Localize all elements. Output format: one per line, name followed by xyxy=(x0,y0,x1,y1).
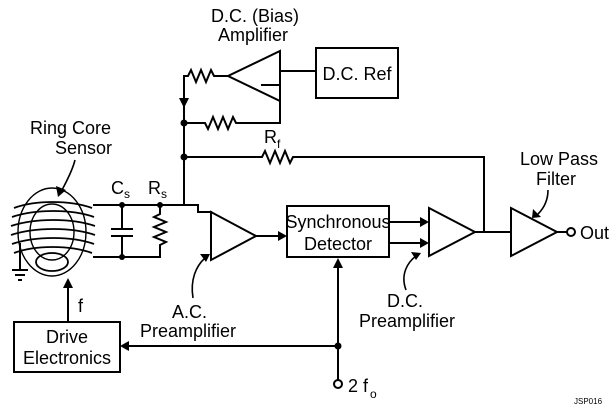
drive-electronics-box xyxy=(13,321,121,373)
winding xyxy=(10,228,96,236)
junction-dot xyxy=(157,202,163,208)
dc-bias-amp-label: Amplifier xyxy=(218,25,288,45)
rf-label: R xyxy=(264,127,277,147)
winding xyxy=(11,210,95,218)
reference-arrow xyxy=(333,258,343,268)
reference-terminal xyxy=(333,379,343,389)
winding xyxy=(10,219,96,227)
ac-preamp-section: A.C. Preamplifier xyxy=(140,204,287,341)
rf-feedback: R f xyxy=(183,127,485,233)
ac-preamplifier xyxy=(210,210,259,262)
dc-preamplifier xyxy=(428,206,478,258)
dc-preamp-label: Preamplifier xyxy=(359,311,455,331)
dc-preamp-section: D.C. Preamplifier xyxy=(359,206,512,331)
out-terminal xyxy=(566,227,576,237)
reference-label: 2 f xyxy=(348,376,369,396)
drive-frequency-label: f xyxy=(78,296,84,316)
drive-reference-arrow xyxy=(120,341,129,351)
cs-label: C xyxy=(111,178,124,198)
sync-detector-label: Detector xyxy=(304,234,372,254)
lpf-label: Filter xyxy=(536,169,576,189)
cs-subscript: s xyxy=(124,187,130,201)
drive-electronics-label: Drive xyxy=(46,327,88,347)
ac-output-arrow xyxy=(278,231,287,241)
drive-feed-arrow xyxy=(63,278,73,288)
figure-id: JSP016 xyxy=(574,397,603,406)
lpf-pointer-head xyxy=(532,209,541,218)
ring-core-label: Ring Core xyxy=(30,118,111,138)
ac-input-wire xyxy=(183,204,212,213)
dc-preamp-label: D.C. xyxy=(387,291,423,311)
reference-subscript: o xyxy=(370,387,377,401)
ring-core-label: Sensor xyxy=(55,138,112,158)
winding xyxy=(13,246,93,254)
ring-core-pointer xyxy=(61,159,76,191)
ac-pointer xyxy=(191,257,206,299)
lpf-label: Low Pass xyxy=(520,149,598,169)
dc-ref-label: D.C. Ref xyxy=(322,64,392,84)
ac-preamp-label: Preamplifier xyxy=(140,321,236,341)
ac-pointer-head xyxy=(200,254,210,262)
dc-ref-box xyxy=(315,47,399,99)
lpf-pointer xyxy=(537,189,549,215)
dc-bias-output-resistor xyxy=(183,67,229,105)
cs-rs-network: C s R s xyxy=(111,178,169,260)
winding xyxy=(11,237,95,245)
dc-bias-amplifier xyxy=(225,49,281,103)
ac-preamp-label: A.C. xyxy=(172,302,207,322)
low-pass-filter-section: Out Low Pass Filter xyxy=(510,149,609,258)
dc-bias-amp-label: D.C. (Bias) xyxy=(211,6,299,26)
sync-detector-section: Synchronous Detector xyxy=(285,205,429,258)
junction-dot xyxy=(180,119,188,127)
drive-electronics-label: Electronics xyxy=(23,348,111,368)
low-pass-filter-amp xyxy=(510,206,560,258)
junction-dot xyxy=(119,254,125,260)
dc-bias-feedback-resistor xyxy=(183,84,281,132)
synchronous-detector-box xyxy=(286,205,390,258)
drive-winding xyxy=(35,252,69,272)
out-label: Out xyxy=(580,223,609,243)
ring-core-sensor: Ring Core Sensor f xyxy=(10,118,185,323)
dc-pointer-head xyxy=(411,252,421,260)
rf-resistor xyxy=(183,148,485,233)
sync-output-arrow xyxy=(420,238,429,248)
winding xyxy=(13,201,93,209)
reference-section: 2 f o Drive Electronics xyxy=(13,258,377,401)
junction-dot xyxy=(119,202,125,208)
sync-detector-label: Synchronous xyxy=(285,212,390,232)
rf-subscript: f xyxy=(277,137,281,151)
sync-output-arrow xyxy=(420,217,429,227)
dc-bias-section: D.C. Ref D.C. (Bias) Amplifier xyxy=(179,6,399,206)
dc-pointer xyxy=(403,255,417,291)
rs-label: R xyxy=(148,178,161,198)
rs-resistor xyxy=(151,204,169,258)
toroid-inner xyxy=(29,203,75,261)
rs-subscript: s xyxy=(161,187,167,201)
